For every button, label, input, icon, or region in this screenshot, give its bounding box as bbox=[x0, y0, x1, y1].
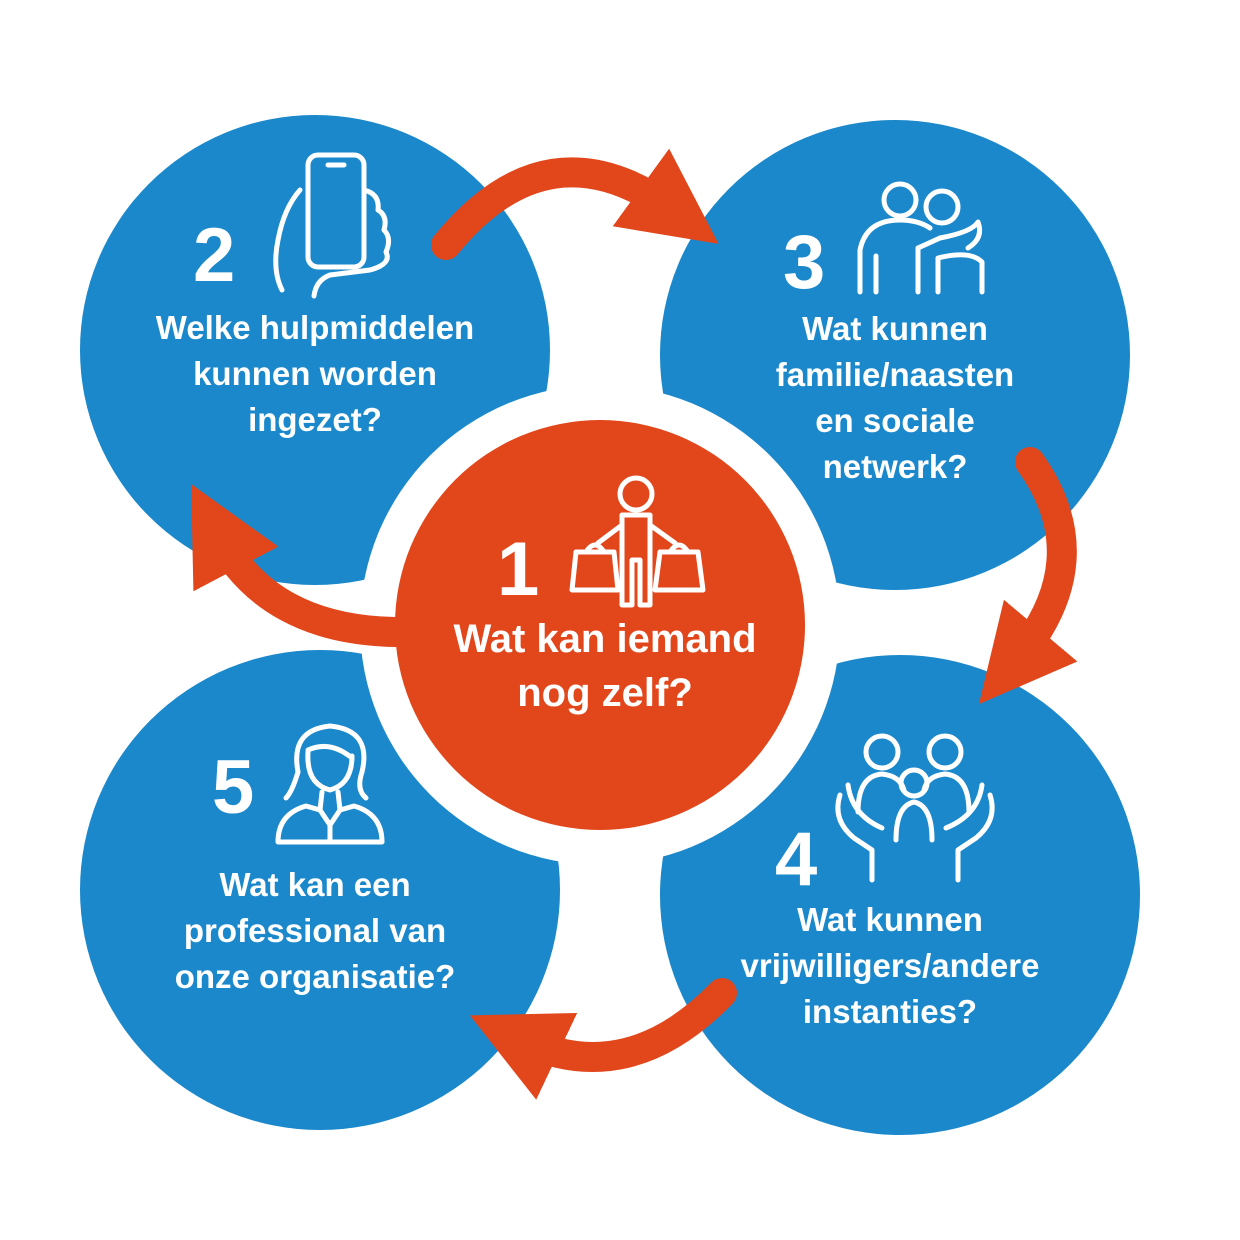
step-5-line: professional van bbox=[183, 912, 447, 949]
step-4-number: 4 bbox=[775, 817, 818, 902]
hand-holding-phone-icon bbox=[273, 152, 392, 299]
step-3-question: Wat kunnen familie/naasten en sociale ne… bbox=[695, 306, 1095, 490]
person-with-shopping-bags-icon bbox=[569, 475, 706, 608]
step-5-question: Wat kan een professional van onze organi… bbox=[115, 862, 515, 1000]
step-3-number: 3 bbox=[783, 220, 826, 305]
step-1-circle bbox=[395, 420, 805, 830]
step-2-line: kunnen worden bbox=[193, 355, 437, 392]
step-1-question: Wat kan iemand nog zelf? bbox=[405, 612, 805, 720]
step-1-line: nog zelf? bbox=[517, 671, 693, 715]
arrow-1-to-2 bbox=[191, 484, 411, 647]
step-4-question: Wat kunnen vrijwilligers/andere instanti… bbox=[685, 897, 1095, 1035]
step-5-number: 5 bbox=[212, 745, 255, 830]
step-3-line: en sociale bbox=[815, 402, 975, 439]
step-4-line: vrijwilligers/andere bbox=[740, 947, 1040, 984]
arrow-4-to-5 bbox=[469, 978, 737, 1100]
step-3-line: familie/naasten bbox=[775, 356, 1015, 393]
step-2-question: Welke hulpmiddelen kunnen worden ingezet… bbox=[115, 305, 515, 443]
hands-holding-family-icon bbox=[835, 733, 995, 883]
arrow-2-to-3 bbox=[431, 148, 719, 260]
step-5-line: Wat kan een bbox=[219, 866, 411, 903]
step-1-number: 1 bbox=[497, 527, 540, 612]
arrow-3-to-4 bbox=[978, 447, 1078, 705]
step-3-line: netwerk? bbox=[822, 448, 968, 485]
step-4-line: Wat kunnen bbox=[797, 901, 983, 938]
professional-woman-icon bbox=[275, 723, 385, 845]
step-3-line: Wat kunnen bbox=[802, 310, 988, 347]
step-5-line: onze organisatie? bbox=[174, 958, 456, 995]
two-people-embracing-icon bbox=[857, 181, 985, 295]
step-2-line: ingezet? bbox=[248, 401, 382, 438]
step-2-line: Welke hulpmiddelen bbox=[155, 309, 475, 346]
step-2-number: 2 bbox=[193, 213, 236, 298]
step-4-line: instanties? bbox=[802, 993, 978, 1030]
step-1-line: Wat kan iemand bbox=[453, 617, 757, 661]
